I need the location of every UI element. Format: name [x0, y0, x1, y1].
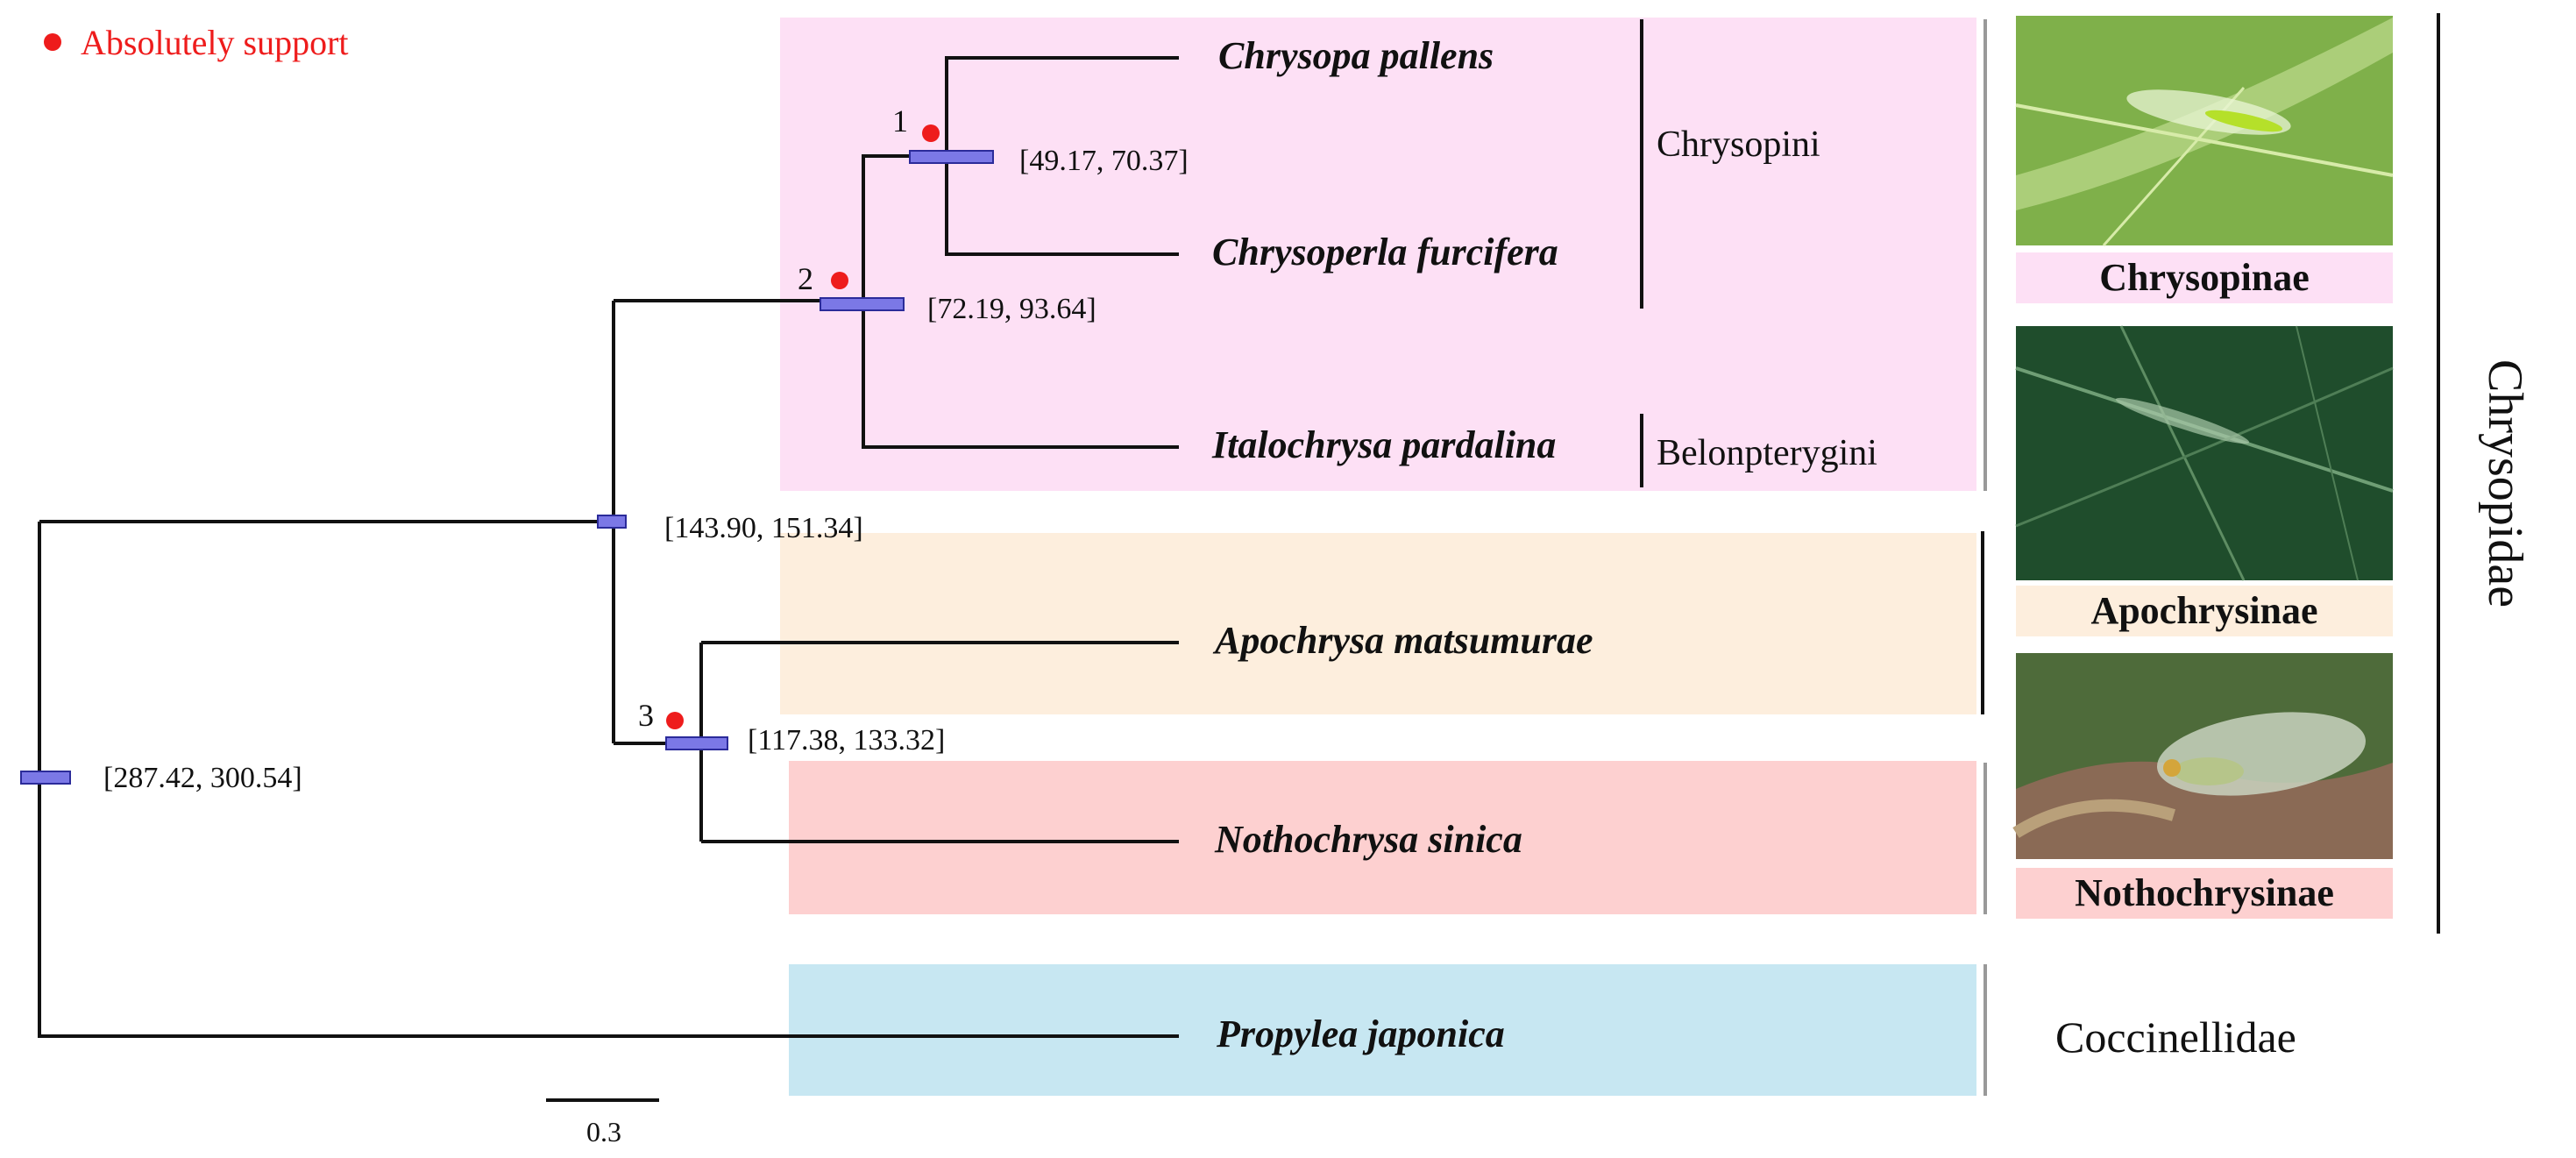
interval-bar-node2 [820, 297, 905, 311]
interval-bar-node4 [597, 515, 627, 529]
support-dot-node1 [922, 124, 940, 142]
interval-bar-node3 [665, 736, 728, 750]
support-dot-node2 [831, 272, 848, 289]
subfamily-apochrysinae: Apochrysinae [2090, 589, 2317, 632]
branch-node2-vertical [862, 156, 1179, 449]
interval-bar-node1 [909, 150, 994, 164]
taxon-propylea-japonica: Propylea japonica [1216, 1012, 1505, 1055]
chrysopinae-photo [2015, 16, 2394, 246]
interval-bars [20, 150, 994, 785]
tribe-chrysopini: Chrysopini [1657, 124, 1820, 165]
node-number-2: 2 [798, 261, 813, 296]
interval-label-node1: [49.17, 70.37] [1019, 145, 1189, 177]
legend-dot [44, 33, 61, 51]
interval-label-node4: [143.90, 151.34] [664, 512, 863, 544]
legend-label: Absolutely support [81, 23, 349, 62]
family-chrysopidae: Chrysopidae [2478, 359, 2532, 607]
taxon-chrysoperla-furcifera: Chrysoperla furcifera [1212, 231, 1558, 274]
support-dots [44, 33, 940, 729]
interval-label-node3: [117.38, 133.32] [748, 724, 945, 757]
bracket-rules [1640, 13, 2440, 934]
interval-label-root: [287.42, 300.54] [103, 762, 302, 794]
taxon-nothochrysa-sinica: Nothochrysa sinica [1214, 818, 1522, 861]
apochrysinae-photo [2015, 325, 2394, 581]
coccinellidae-background [789, 964, 1976, 1096]
family-coccinellidae: Coccinellidae [2055, 1012, 2296, 1062]
branch-root [38, 522, 1179, 1038]
apochrysinae-background [780, 533, 1976, 714]
support-dot-node3 [666, 712, 684, 729]
nothochrysinae-photo [2012, 653, 2393, 859]
node-number-1: 1 [892, 103, 908, 139]
tribe-belonpterygini: Belonpterygini [1657, 433, 1877, 473]
interval-bar-root [20, 771, 71, 785]
subfamily-chrysopinae: Chrysopinae [2099, 256, 2310, 299]
branch-chrysoperla [945, 156, 1179, 256]
branch-node1 [945, 56, 1179, 156]
subfamily-nothochrysinae: Nothochrysinae [2075, 871, 2334, 914]
nothochrysinae-label-box [2016, 868, 2393, 919]
taxon-chrysopa-pallens: Chrysopa pallens [1218, 34, 1494, 77]
nothochrysinae-background [789, 761, 1976, 914]
node-number-3: 3 [638, 698, 654, 733]
taxon-apochrysa-matsumurae: Apochrysa matsumurae [1212, 619, 1593, 662]
chrysopinae-label-box [2016, 252, 2393, 303]
taxon-italochrysa-pardalina: Italochrysa pardalina [1211, 423, 1556, 466]
apochrysinae-label-box [2016, 586, 2393, 636]
interval-label-node2: [72.19, 93.64] [927, 293, 1096, 325]
scale-bar-label: 0.3 [586, 1116, 621, 1147]
